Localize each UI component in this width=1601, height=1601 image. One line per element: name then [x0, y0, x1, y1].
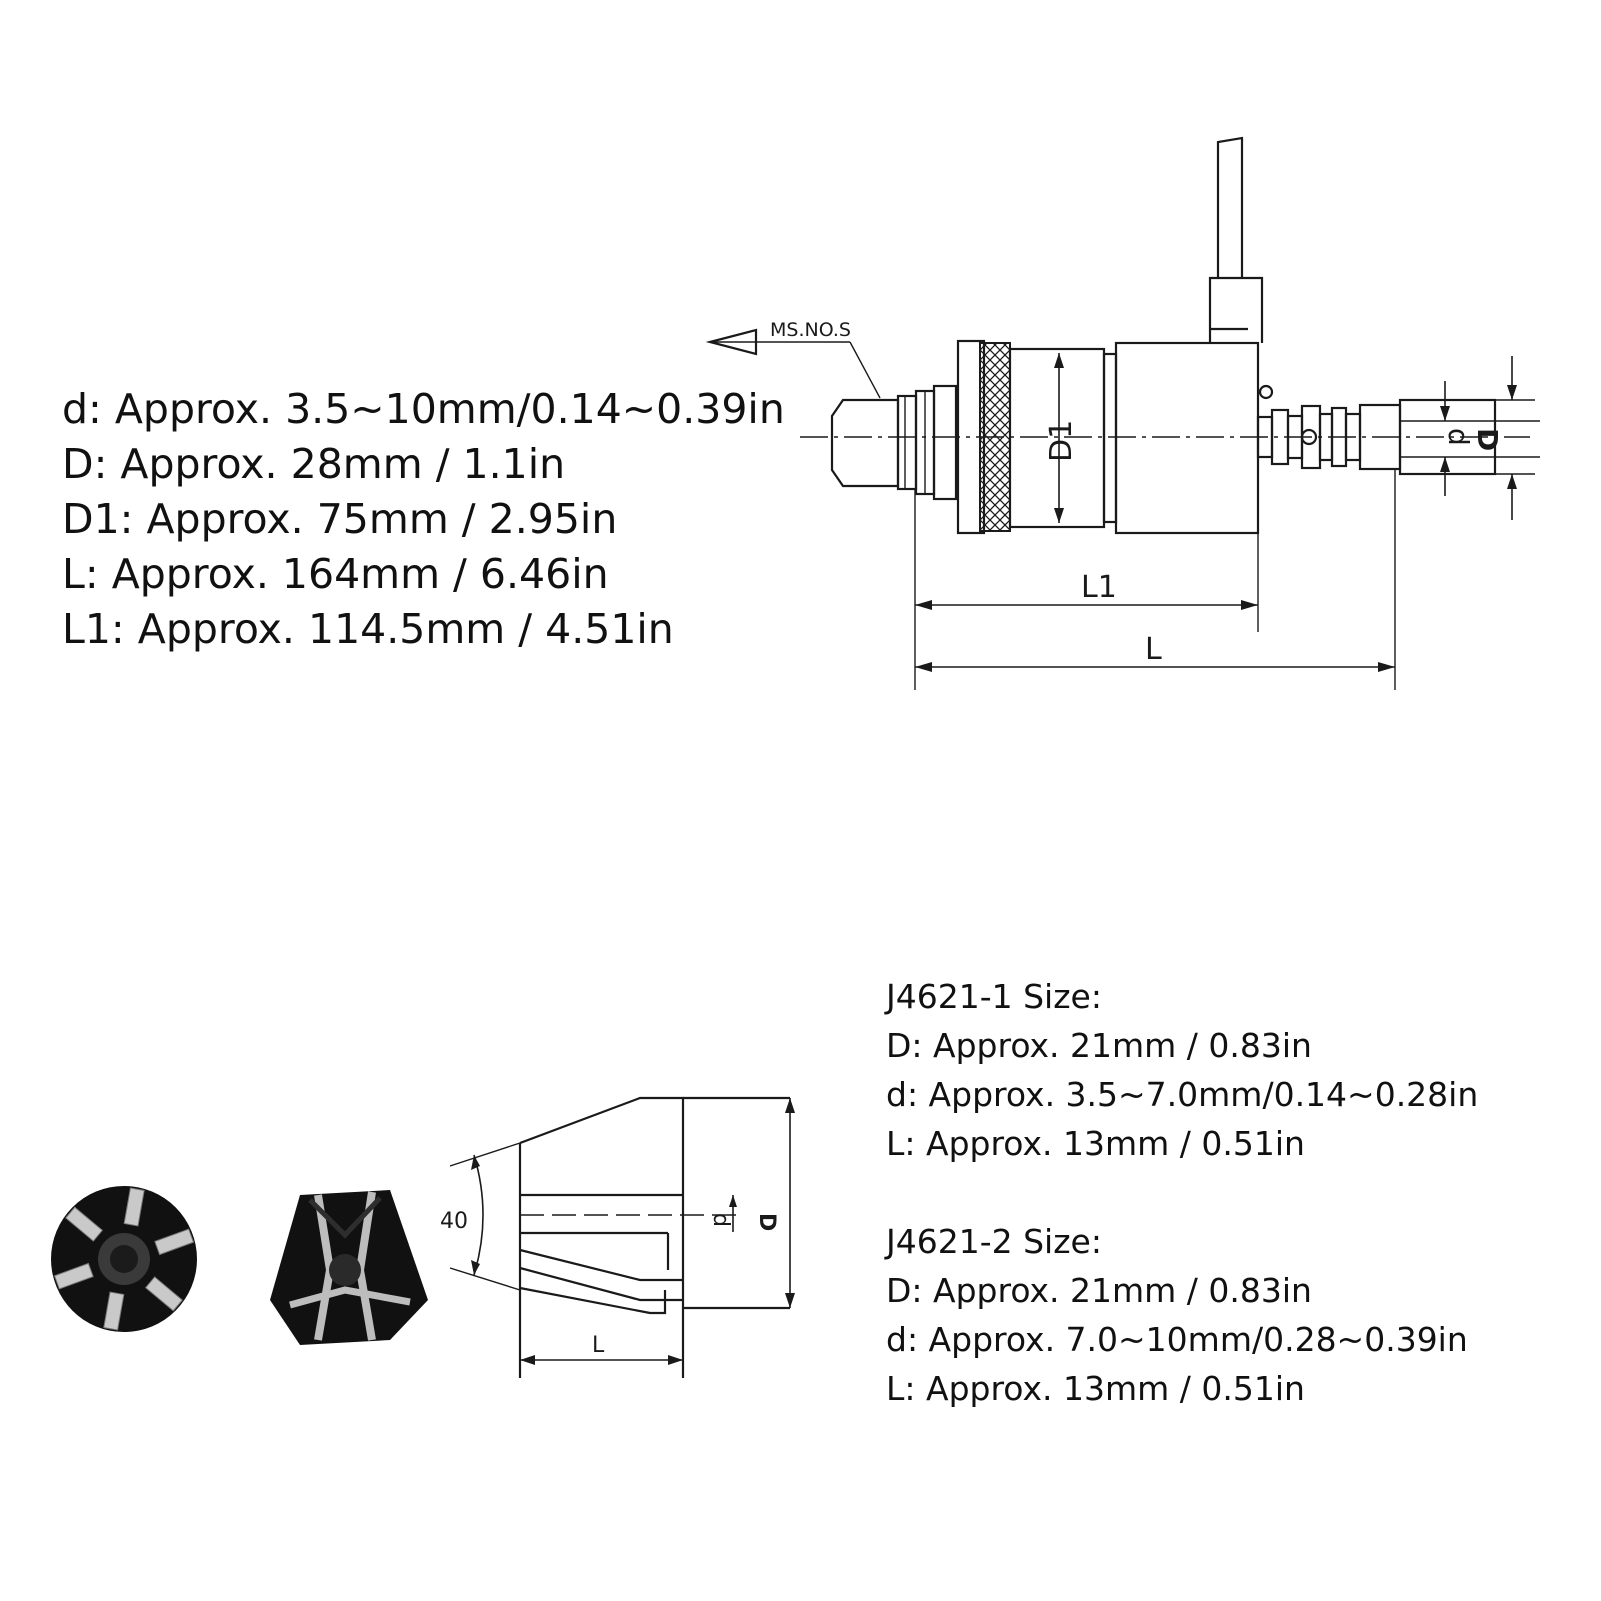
- tap-holder-drawing: MS.NO.S D1: [705, 136, 1540, 690]
- j4621-2-d: d: Approx. 7.0~10mm/0.28~0.39in: [886, 1320, 1468, 1359]
- handle-rod: [1216, 136, 1244, 278]
- spec-D1: D1: Approx. 75mm / 2.95in: [62, 495, 618, 543]
- j4621-2-title: J4621-2 Size:: [886, 1222, 1102, 1261]
- morse-label: MS.NO.S: [770, 319, 851, 341]
- j4621-1-D: D: Approx. 21mm / 0.83in: [886, 1026, 1312, 1065]
- collet-front-photo: [51, 1186, 197, 1332]
- collet-drawing: 40 d D L: [440, 1096, 795, 1378]
- j4621-1-title: J4621-1 Size:: [886, 977, 1102, 1016]
- j4621-1-L: L: Approx. 13mm / 0.51in: [886, 1124, 1305, 1163]
- tap-chuck: [1398, 398, 1497, 476]
- collet-L-label: L: [592, 1333, 605, 1358]
- j4621-1-d: d: Approx. 3.5~7.0mm/0.14~0.28in: [886, 1075, 1479, 1114]
- spec-L: L: Approx. 164mm / 6.46in: [62, 550, 609, 598]
- collet-side-photo: [270, 1190, 428, 1345]
- knurl-band: [979, 342, 1011, 532]
- collet-d-label: d: [708, 1213, 733, 1227]
- angle-label: 40: [440, 1209, 468, 1234]
- spec-D: D: Approx. 28mm / 1.1in: [62, 440, 566, 488]
- tap-holder-specs: d: Approx. 3.5~10mm/0.14~0.39in D: Appro…: [62, 382, 785, 657]
- collet-profile: [519, 1096, 685, 1378]
- j4621-2-L: L: Approx. 13mm / 0.51in: [886, 1369, 1305, 1408]
- l-label: L: [1145, 632, 1162, 667]
- morse-leader: [849, 341, 881, 399]
- spec-d: d: Approx. 3.5~10mm/0.14~0.39in: [62, 385, 785, 433]
- collet-D-label: D: [754, 1213, 779, 1231]
- morse-arrow: [705, 328, 758, 356]
- j4621-2-D: D: Approx. 21mm / 0.83in: [886, 1271, 1312, 1310]
- D-label: D: [1471, 428, 1504, 451]
- collet-specs: J4621-1 Size: D: Approx. 21mm / 0.83in d…: [886, 972, 1478, 1413]
- l1-label: L1: [1081, 570, 1117, 605]
- d1-label: D1: [1044, 420, 1079, 462]
- angle-arc: [473, 1154, 484, 1276]
- morse-shank: [830, 398, 900, 488]
- main-body: [1114, 341, 1260, 535]
- d-label: d: [1442, 428, 1475, 446]
- spec-L1: L1: Approx. 114.5mm / 4.51in: [62, 605, 674, 653]
- neck-ring: [896, 394, 918, 491]
- bracket: [1208, 276, 1264, 343]
